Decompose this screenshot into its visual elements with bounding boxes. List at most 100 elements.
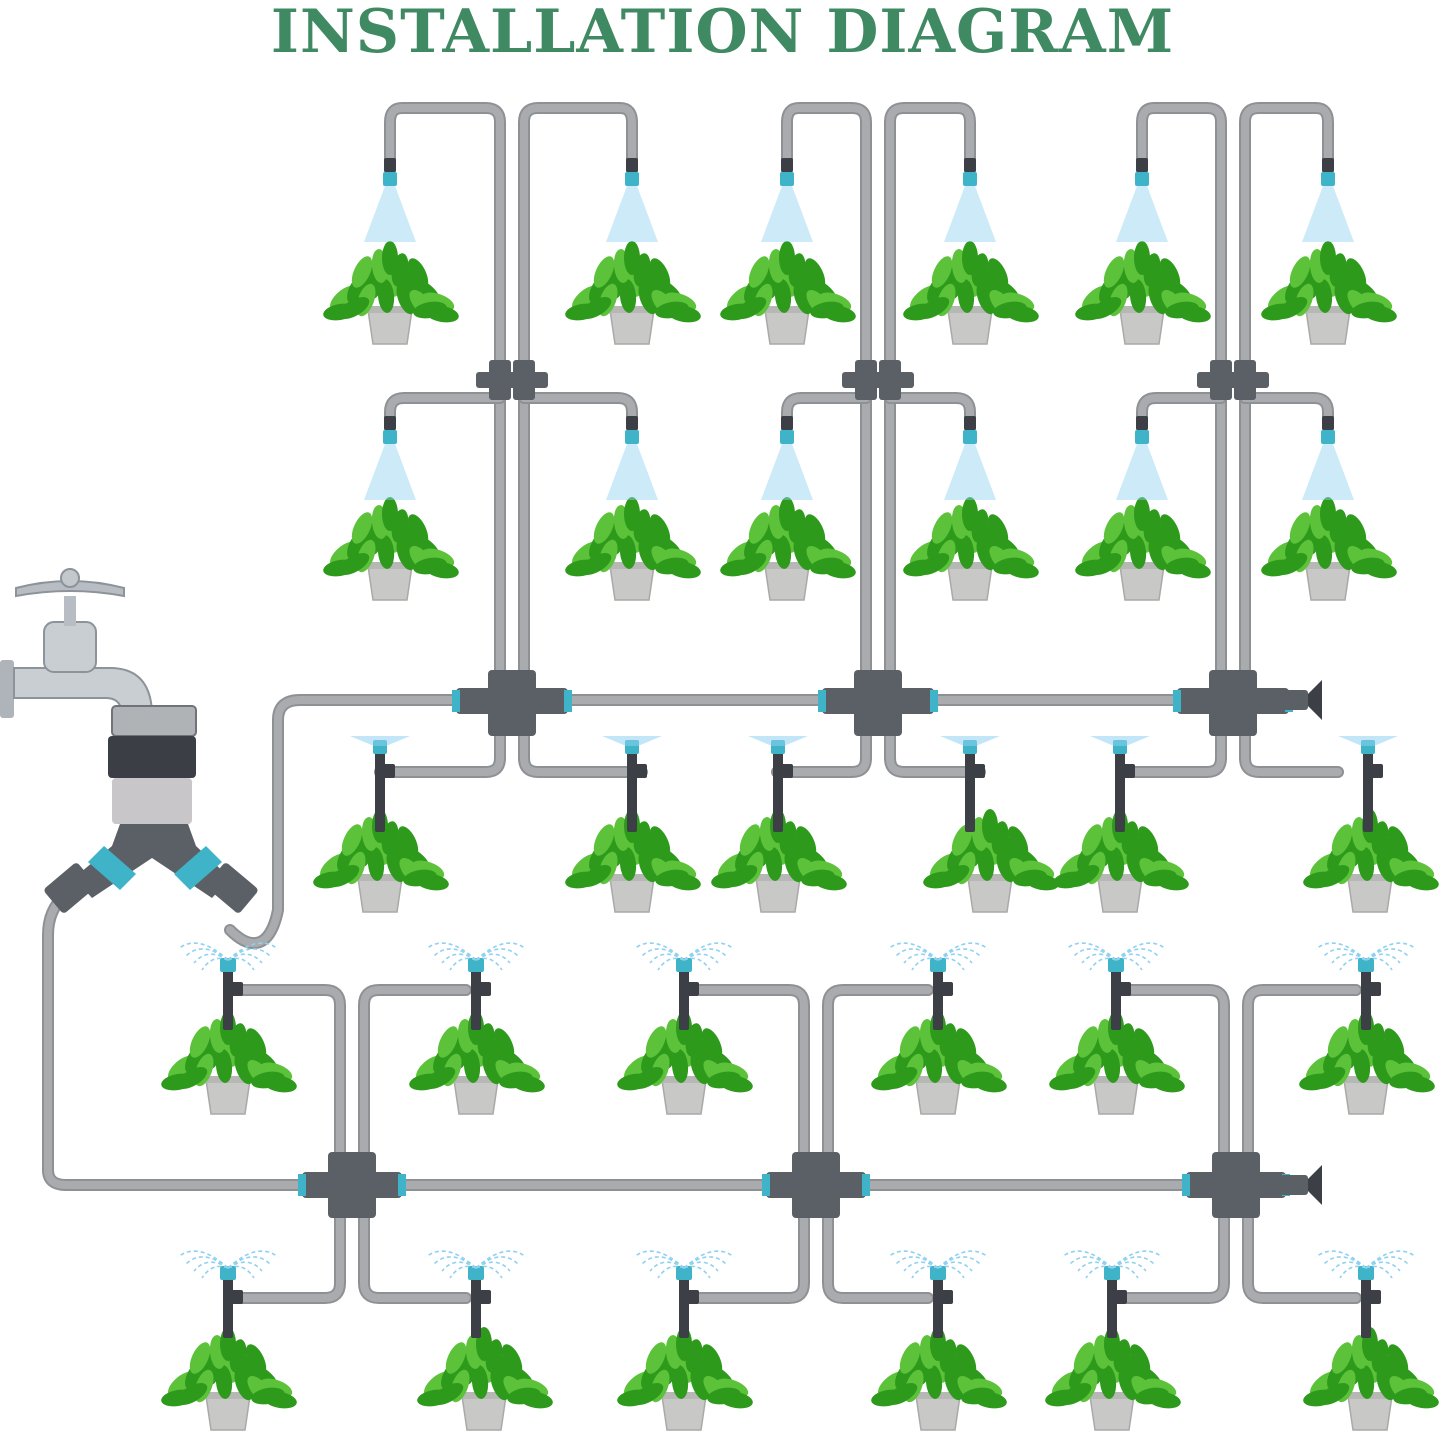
potted-plant-icon bbox=[720, 241, 856, 345]
potted-plant-icon bbox=[617, 1327, 753, 1431]
sprinkler-icon bbox=[1065, 942, 1167, 1030]
sprinkler-icon bbox=[633, 942, 735, 1030]
stake-nozzle bbox=[1090, 736, 1150, 832]
potted-plant-icon bbox=[1261, 241, 1397, 345]
cross-connector-icon bbox=[298, 1152, 406, 1218]
main-line-upper bbox=[224, 694, 1296, 950]
mist-nozzle-icon bbox=[944, 158, 996, 242]
top-branch bbox=[884, 102, 976, 706]
page-title: INSTALLATION DIAGRAM bbox=[270, 0, 1175, 67]
sprinkler-branch bbox=[1242, 984, 1362, 1191]
tube-network bbox=[42, 102, 1362, 1304]
main-line-lower bbox=[42, 889, 1296, 1191]
stake-branch bbox=[771, 694, 872, 778]
sprinkler-branch bbox=[1122, 1179, 1230, 1304]
sprinkler-icon bbox=[887, 1250, 989, 1338]
potted-plant-icon bbox=[565, 241, 701, 345]
sprinkler-icon bbox=[425, 1250, 527, 1338]
sprinkler-icon bbox=[425, 942, 527, 1030]
mist-nozzle-icon bbox=[1116, 158, 1168, 242]
potted-plant-icon bbox=[409, 1011, 545, 1115]
sprinkler-branch bbox=[822, 984, 934, 1191]
stake-nozzle bbox=[940, 736, 1000, 832]
mist-nozzle-icon bbox=[606, 158, 658, 242]
stake-nozzle bbox=[748, 736, 808, 832]
plants bbox=[161, 241, 1439, 1431]
stake-branch bbox=[1126, 694, 1227, 778]
stake-nozzle bbox=[1338, 736, 1398, 832]
mist-nozzle-icon bbox=[606, 416, 658, 500]
potted-plant-icon bbox=[161, 1327, 297, 1431]
potted-plant-icon bbox=[1075, 241, 1211, 345]
potted-plant-icon bbox=[1303, 1327, 1439, 1431]
y-splitter-icon bbox=[44, 705, 258, 913]
mid-branch bbox=[1136, 392, 1227, 434]
sprinkler-icon bbox=[177, 942, 279, 1030]
mist-nozzle-icon bbox=[364, 158, 416, 242]
top-branch bbox=[781, 102, 872, 706]
sprinkler-icon bbox=[1315, 1250, 1417, 1338]
sprinkler-icon bbox=[887, 942, 989, 1030]
potted-plant-icon bbox=[1075, 497, 1211, 601]
mist-nozzle-icon bbox=[364, 416, 416, 500]
mid-branch bbox=[884, 392, 976, 434]
potted-plant-icon bbox=[313, 809, 449, 913]
potted-plant-icon bbox=[903, 497, 1039, 601]
potted-plant-icon bbox=[565, 809, 701, 913]
potted-plant-icon bbox=[417, 1327, 553, 1431]
mist-nozzle-icon bbox=[944, 416, 996, 500]
top-branch bbox=[518, 102, 638, 706]
potted-plant-icon bbox=[923, 809, 1059, 913]
sprinkler-branch bbox=[1242, 1179, 1362, 1304]
potted-plant-icon bbox=[1049, 1011, 1185, 1115]
end-plug-icon bbox=[1280, 680, 1322, 720]
sprinkler-branch bbox=[1122, 984, 1230, 1191]
potted-plant-icon bbox=[903, 241, 1039, 345]
cross-connector-icon bbox=[1221, 360, 1269, 400]
mid-branch bbox=[518, 392, 638, 434]
potted-plant-icon bbox=[161, 1011, 297, 1115]
mist-nozzle-icon bbox=[1302, 158, 1354, 242]
potted-plant-icon bbox=[565, 497, 701, 601]
potted-plant-icon bbox=[1299, 1011, 1435, 1115]
stake-nozzle bbox=[350, 736, 410, 832]
mist-nozzle-icon bbox=[761, 416, 813, 500]
potted-plant-icon bbox=[871, 1327, 1007, 1431]
mist-nozzle-icon bbox=[1302, 416, 1354, 500]
faucet-icon bbox=[0, 568, 154, 718]
sprinkler-icon bbox=[633, 1250, 735, 1338]
mid-branch bbox=[384, 392, 506, 434]
top-branch bbox=[1239, 102, 1334, 706]
sprinkler-icon bbox=[1061, 1250, 1163, 1338]
end-plug-icon bbox=[1280, 1165, 1322, 1205]
top-branch bbox=[384, 102, 506, 706]
fittings bbox=[0, 158, 1417, 1338]
sprinkler-branch bbox=[822, 1179, 934, 1304]
stake-branch bbox=[1239, 694, 1344, 778]
stake-branch bbox=[884, 694, 986, 778]
potted-plant-icon bbox=[1303, 809, 1439, 913]
sprinkler-branch bbox=[358, 984, 472, 1191]
potted-plant-icon bbox=[617, 1011, 753, 1115]
potted-plant-icon bbox=[323, 497, 459, 601]
cross-connector-icon bbox=[1173, 670, 1293, 736]
potted-plant-icon bbox=[1045, 1327, 1181, 1431]
cross-connector-icon bbox=[818, 670, 938, 736]
mist-nozzle-icon bbox=[761, 158, 813, 242]
cross-connector-icon bbox=[1182, 1152, 1290, 1218]
cross-connector-icon bbox=[500, 360, 548, 400]
sprinkler-branch bbox=[358, 1179, 472, 1304]
sprinkler-branch bbox=[694, 1179, 810, 1304]
sprinkler-icon bbox=[1315, 942, 1417, 1030]
potted-plant-icon bbox=[1053, 809, 1189, 913]
mid-branch bbox=[1239, 392, 1334, 434]
potted-plant-icon bbox=[1261, 497, 1397, 601]
sprinkler-branch bbox=[232, 1179, 346, 1304]
cross-connector-icon bbox=[452, 670, 572, 736]
sprinkler-icon bbox=[177, 1250, 279, 1338]
mist-nozzle-icon bbox=[1116, 416, 1168, 500]
mid-branch bbox=[781, 392, 872, 434]
stake-nozzle bbox=[602, 736, 662, 832]
stake-branch bbox=[374, 694, 506, 778]
